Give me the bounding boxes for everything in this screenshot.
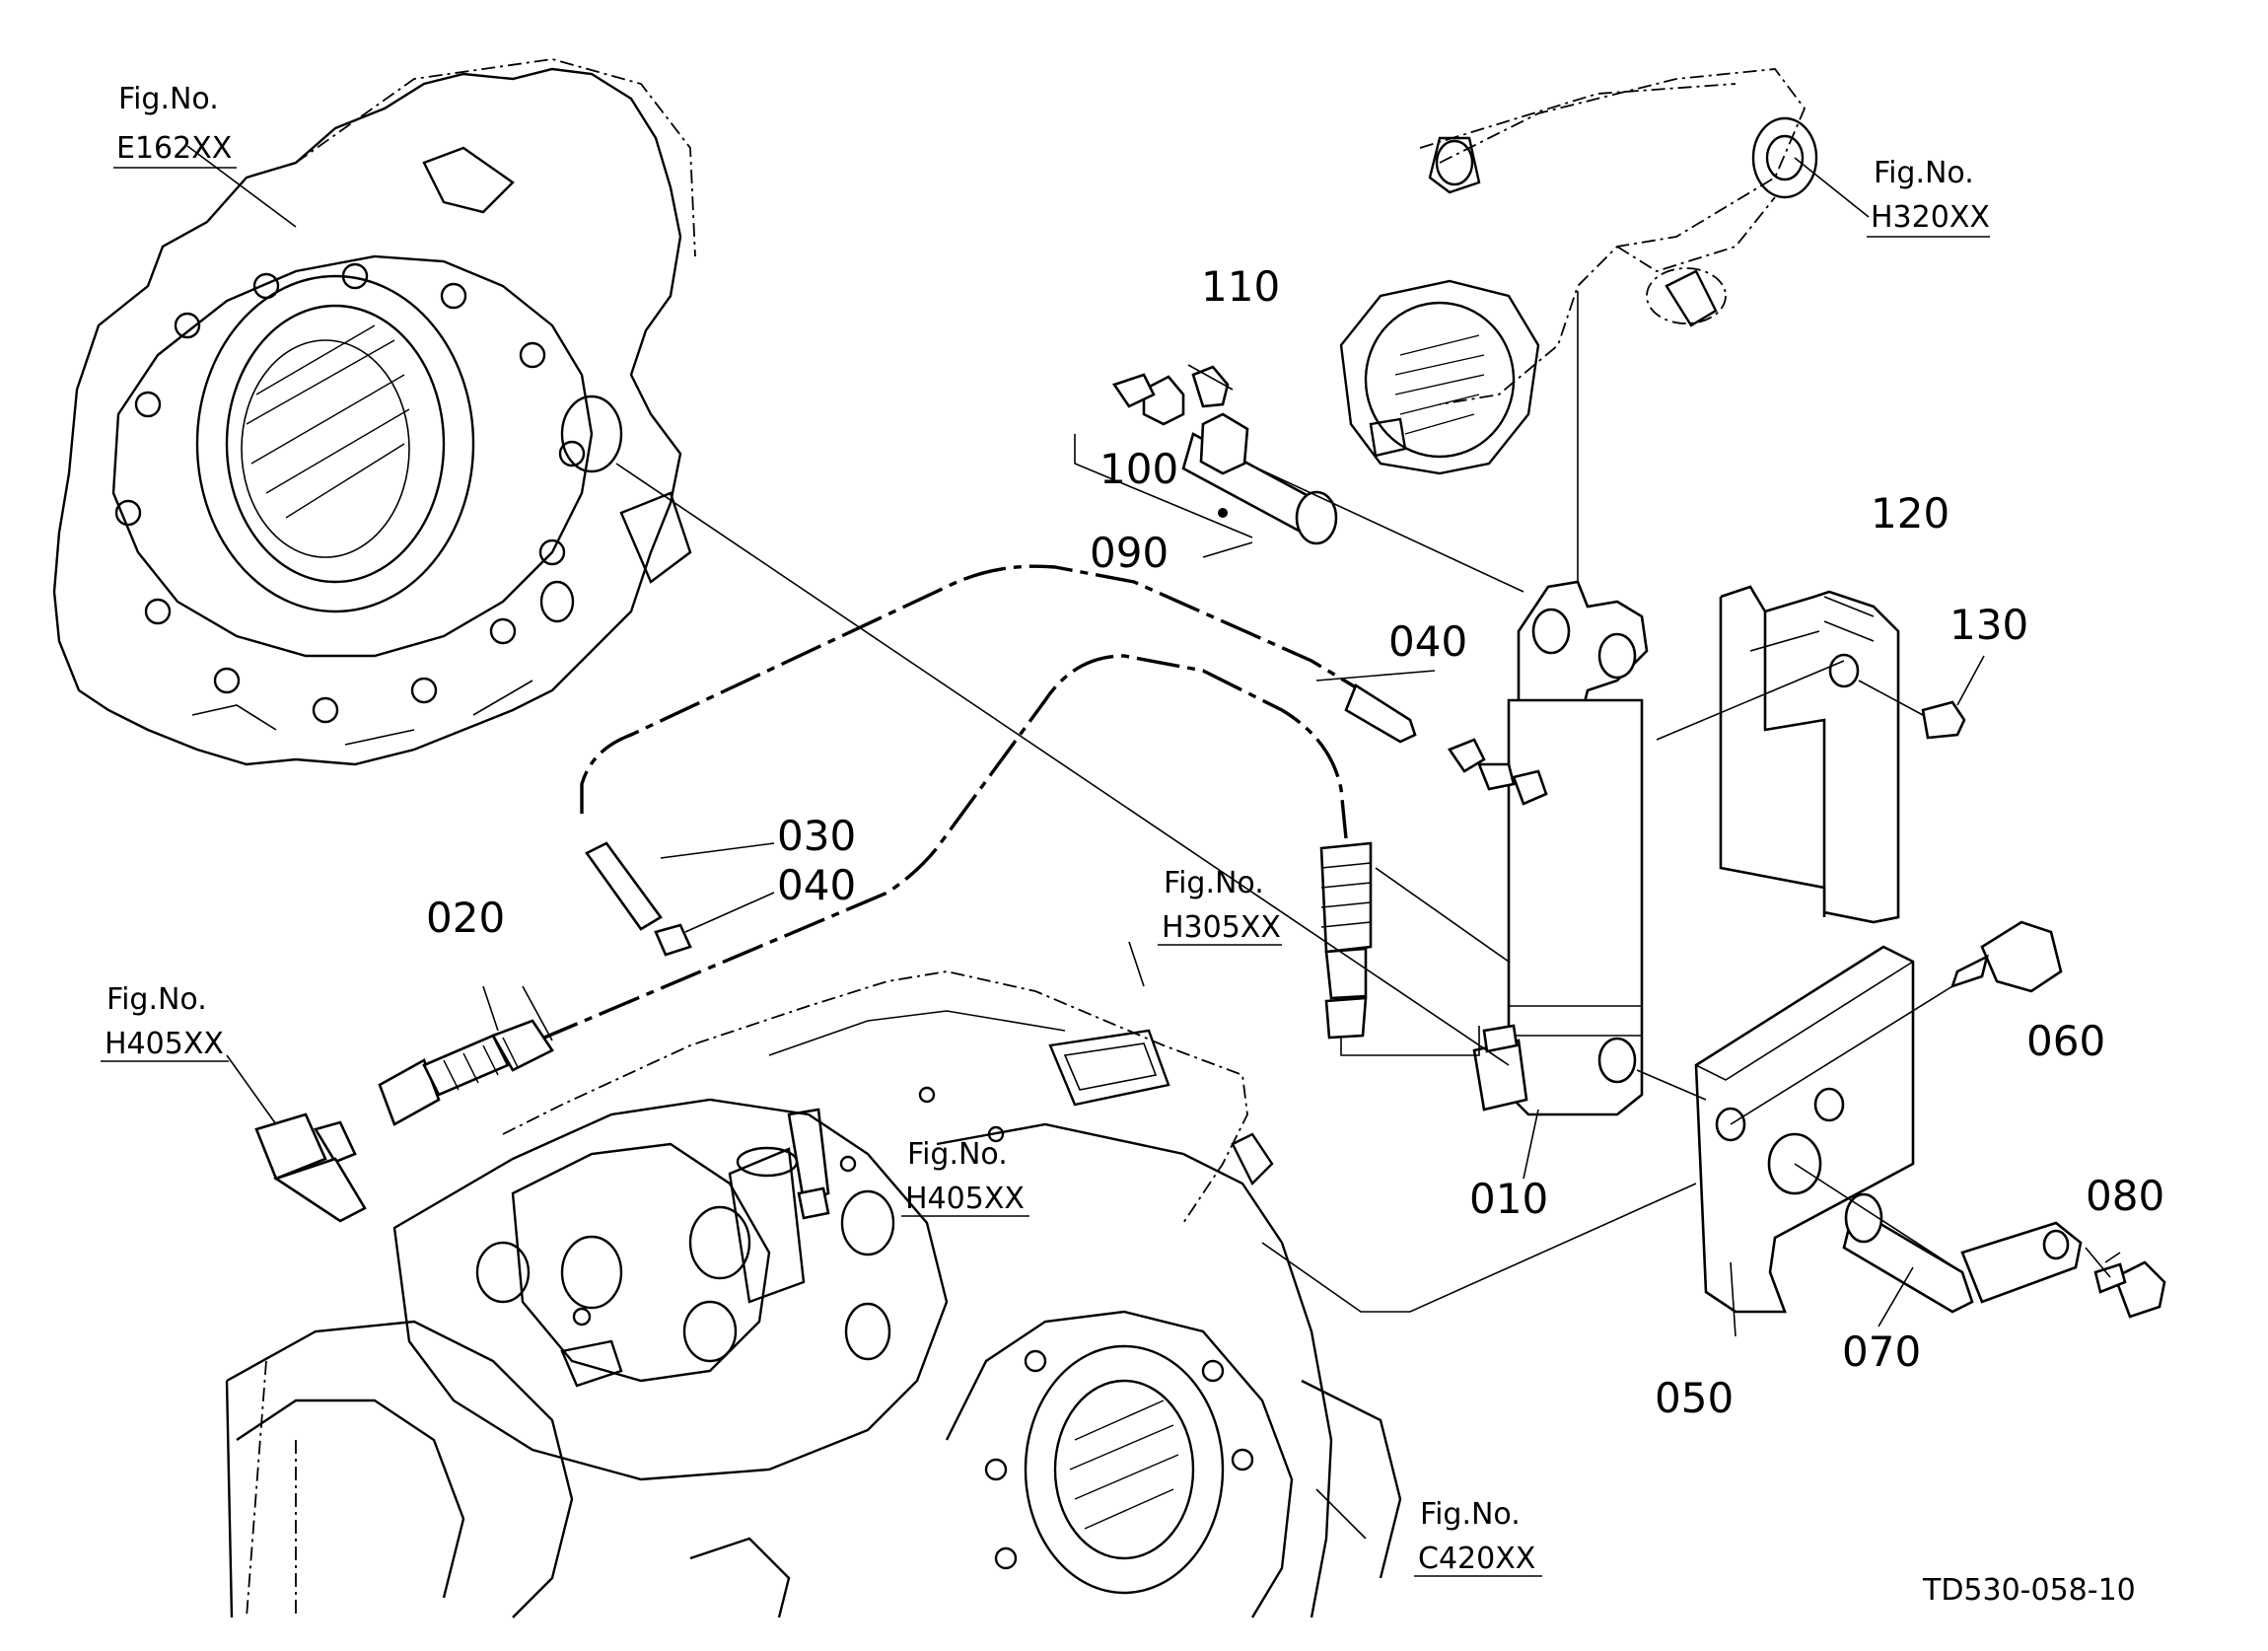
part-number-100: 100 (1099, 445, 1178, 493)
part-number-120: 120 (1871, 489, 1949, 538)
part-number-020: 020 (426, 894, 505, 942)
hose-assembly-drawing (226, 463, 1516, 1223)
lift-arm-h320-drawing (1339, 68, 1870, 582)
cylinder-010-drawing (1472, 580, 1649, 1180)
fig-ref-h320: Fig.No. H320XX (1867, 156, 1990, 238)
part-number-090: 090 (1090, 529, 1169, 577)
part-number-030: 030 (777, 812, 856, 860)
part-number-070: 070 (1842, 1328, 1921, 1376)
fig-ref-code: H405XX (105, 1027, 224, 1061)
fig-ref-h405-right: Fig.No. H405XX (901, 1137, 1029, 1217)
fig-ref-label: Fig.No. (1420, 1497, 1521, 1532)
fig-ref-code: E162XX (116, 131, 232, 166)
fig-ref-e162: Fig.No. E162XX (113, 82, 237, 169)
fig-ref-label: Fig.No. (907, 1137, 1008, 1172)
fig-ref-h405-left: Fig.No. H405XX (101, 982, 229, 1062)
fig-ref-code: H305XX (1162, 910, 1281, 945)
housing-e162-drawing (52, 58, 696, 766)
pin-090-assembly (1074, 364, 1524, 593)
fig-ref-code: C420XX (1418, 1542, 1535, 1576)
fig-ref-label: Fig.No. (1164, 866, 1264, 900)
part-number-050: 050 (1655, 1374, 1734, 1422)
part-number-040-upper: 040 (1388, 617, 1467, 666)
fig-ref-label: Fig.No. (106, 982, 207, 1017)
part-number-060: 060 (2026, 1017, 2105, 1065)
valve-transmission-drawing (225, 941, 1697, 1618)
part-number-130: 130 (1949, 601, 2028, 649)
part-number-110: 110 (1201, 262, 1280, 311)
bracket-050-drawing (1636, 920, 2166, 1337)
fig-ref-c420: Fig.No. C420XX (1414, 1497, 1542, 1577)
part-number-010: 010 (1469, 1175, 1548, 1223)
part-number-080: 080 (2086, 1172, 2164, 1220)
part-number-040-lower: 040 (777, 861, 856, 909)
drawing-reference: TD530-058-10 (1922, 1573, 2136, 1608)
fig-ref-code: H320XX (1871, 200, 1990, 235)
fig-ref-h305: Fig.No. H305XX (1158, 866, 1282, 946)
cover-120-drawing (1656, 585, 1985, 924)
fig-ref-label: Fig.No. (1874, 156, 1974, 190)
fig-ref-code: H405XX (905, 1182, 1025, 1216)
fig-ref-label: Fig.No. (118, 82, 219, 116)
